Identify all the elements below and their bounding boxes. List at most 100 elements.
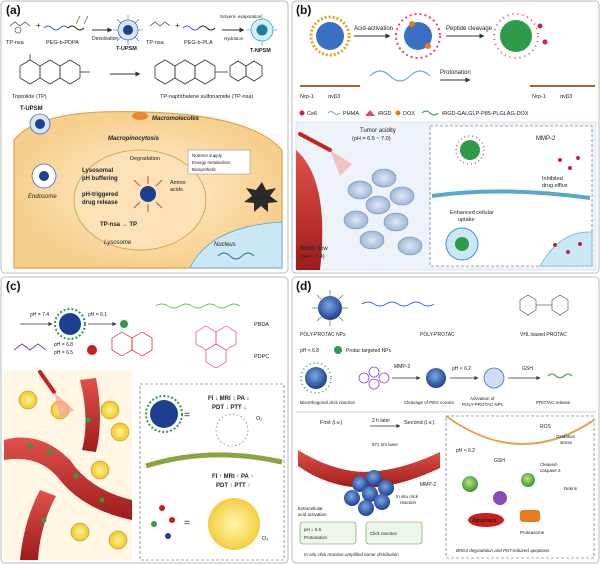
uptake-label: uptake <box>458 217 475 223</box>
acids-label: acids <box>170 187 183 193</box>
lysosome-label: Lysosome <box>104 240 132 246</box>
biosynthetic-label: Biosynthetic <box>192 167 217 172</box>
second-iv-label: Second (i.v.) <box>404 420 435 426</box>
first-iv-label: First (i.v.) <box>320 420 343 426</box>
debris-label: Debris <box>564 486 578 491</box>
tp-nsa-molecule-icon-2 <box>149 21 171 27</box>
panel-a-label: (a) <box>6 3 21 17</box>
reaction-label: reaction <box>400 500 417 505</box>
porphyrin-structure-icon <box>111 331 153 357</box>
plus-sign-2: + <box>175 21 180 30</box>
macropinocytosis-label: Macropinocytosis <box>108 136 160 142</box>
click-box <box>365 521 423 545</box>
acid-activation-label-d: acid activation <box>298 512 327 517</box>
metabolism-box <box>187 149 251 175</box>
stress-label: stress <box>560 440 573 445</box>
laser-label: 671 nm laser <box>372 442 399 447</box>
ph62-label-2: pH < 6.2 <box>456 448 475 454</box>
lysosome-compartment <box>73 149 207 251</box>
ce6-legend-icon <box>299 110 305 116</box>
tumor-acidity-label: Tumor acidity <box>360 128 396 134</box>
pdpc-label: PDPC <box>254 354 269 360</box>
gsh-label-2: GSH <box>494 458 505 464</box>
triptolide-structure-icon <box>19 54 90 85</box>
acid-activation-label: Acid-activation <box>354 26 393 32</box>
enhanced-label: Enhanced cellular <box>450 210 494 216</box>
nanoparticle-icon-2 <box>395 13 441 59</box>
legend-irgd: iRGD <box>378 111 391 117</box>
red-particle <box>87 345 97 355</box>
t-upsm-label: T-UPSM <box>20 106 43 112</box>
np-off-icon <box>145 395 183 433</box>
process-np-2 <box>426 368 446 388</box>
t-upsm-label-top: T-UPSM <box>116 46 137 52</box>
tp-nsa-full-label: TP-naphthalene sulfonamide (TP-nsa) <box>160 94 253 100</box>
avb3-label-left: αvβ3 <box>328 94 340 100</box>
polymer-chain-icon <box>369 70 431 82</box>
irgd-legend-icon <box>365 110 375 116</box>
distribution-caption: In-situ click reaction-amplified tumor d… <box>304 552 399 557</box>
ph68-label-d: pH < 6.8 <box>300 348 319 354</box>
nrp1-label-left: Nrp-1 <box>300 94 314 100</box>
legend-dox: DOX <box>403 111 415 117</box>
t-upsm-micelle-entry-icon <box>29 113 51 135</box>
mmp2-label: MMP-2 <box>536 136 556 142</box>
blood-vessel <box>296 150 323 270</box>
poly-protac-label: POLY-PROTAC <box>420 332 455 338</box>
t-upsm-micelle-icon <box>113 15 143 45</box>
panel-c-label: (c) <box>6 279 21 293</box>
bioorthogonal-label: Bioorthogonal click reaction <box>300 400 356 405</box>
sequence-legend-icon <box>421 110 439 116</box>
laser-fiber-c <box>38 370 56 394</box>
activation-label: Activation of <box>470 396 495 401</box>
np-aggregate-cluster <box>344 470 394 516</box>
nanoparticle-icon-3 <box>493 13 548 59</box>
imaging-off-label: FI ↓ MRI ↓ PA ↓ <box>208 396 249 402</box>
extracellular-label: Extracellular <box>298 506 323 511</box>
brd4-caption: BRD4 degradation and PDT-induced apoptos… <box>456 548 550 553</box>
laser-beam-c <box>54 392 74 418</box>
vessel-d <box>298 450 440 488</box>
lysosomal-label: Lysosomal <box>82 168 113 174</box>
np-off-structure <box>215 413 249 447</box>
panel-c: (c) pH = 7.4 pH = 6.1 pH = 6.8 pH = 6.5 … <box>0 276 289 564</box>
peptide-cleavage-label: Peptide cleavage <box>446 26 493 32</box>
activation-label-2: POLY-PROTAC NPs <box>462 402 504 407</box>
gsh-label: GSH <box>522 366 533 372</box>
smart-nanoparticle-icon <box>54 308 86 340</box>
poly-protac-np-icon <box>312 290 348 326</box>
o2-label-1: O₂ <box>256 416 262 422</box>
polymer-chain-c1 <box>13 343 47 351</box>
peg-corona-icon <box>358 366 390 390</box>
peg-pla-polymer-icon <box>182 25 216 31</box>
nucleus-label: Nucleus <box>214 242 236 248</box>
ros-label: ROS <box>540 424 552 430</box>
therapy-off-label: PDT ↓ PTT ↓ <box>212 405 246 411</box>
process-np-3 <box>483 367 505 389</box>
ph-triggered-label: pH-triggered <box>82 192 118 198</box>
disassembled-micelle-icon <box>133 176 163 212</box>
drug-release-label: drug release <box>82 200 118 206</box>
blood-ph-label: (pH = 7.4) <box>300 254 325 260</box>
ph74-label: pH = 7.4 <box>30 312 49 318</box>
poly-protac-chain-icon <box>361 301 435 307</box>
therapy-on-label: PDT ↑ PTT ↑ <box>216 483 250 489</box>
vessel-branch-3 <box>80 378 100 452</box>
ph-buffering-label: pH buffering <box>82 176 118 182</box>
process-np-1 <box>300 362 332 394</box>
pdpc-structure-icon <box>195 325 237 369</box>
panel-b-label: (b) <box>296 3 311 17</box>
in-situ-label: In situ click <box>396 494 419 499</box>
released-protac-icon <box>547 373 573 379</box>
click-label: Click reaction <box>370 531 398 536</box>
poly-protac-nps-label: POLY-PROTAC NPs <box>300 332 346 338</box>
inhibited-label: Inhibited <box>542 176 563 182</box>
o2-label-2: O₂ <box>262 536 268 542</box>
inset-cell-membrane <box>431 189 591 200</box>
nutrient-label: Nutrient supply <box>192 153 223 158</box>
laser-beam <box>330 150 352 176</box>
panel-d-label: (d) <box>296 279 311 293</box>
cytotoxic-label: Cytotoxic <box>252 195 268 200</box>
two-h-label: 2 h later <box>372 418 390 424</box>
dox-particles <box>553 156 582 254</box>
